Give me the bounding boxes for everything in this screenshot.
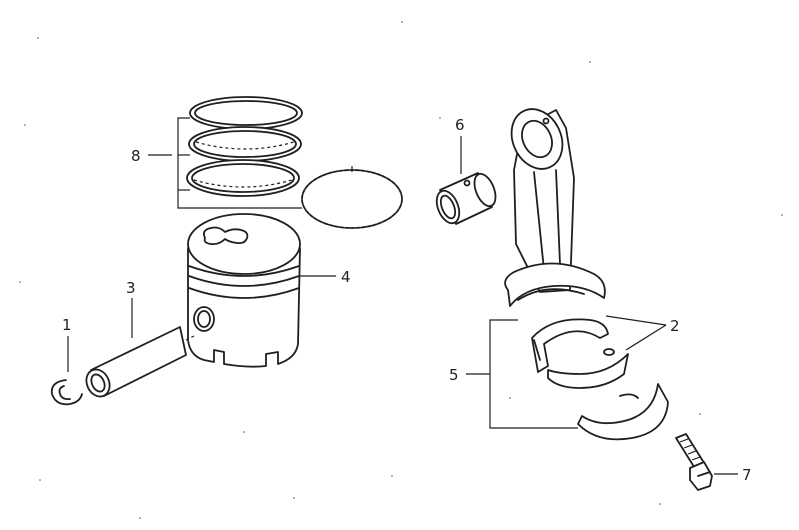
callout-8: 8 xyxy=(131,147,141,165)
bushing-callout: 6 xyxy=(455,116,465,174)
small-end-bushing xyxy=(435,172,497,225)
connecting-rod xyxy=(504,108,606,307)
callout-6: 6 xyxy=(455,116,465,134)
callout-3: 3 xyxy=(126,279,136,297)
piston xyxy=(187,213,301,368)
pin-callout: 3 xyxy=(126,279,136,338)
retaining-clip xyxy=(50,379,83,406)
piston-pin xyxy=(85,326,197,398)
bolt-callout: 7 xyxy=(714,466,752,484)
assembly-callout: 5 xyxy=(449,319,578,429)
connecting-rod-bolt xyxy=(675,433,713,491)
callout-7: 7 xyxy=(742,466,752,484)
rings-callout: 8 xyxy=(131,117,302,209)
shells-callout: 2 xyxy=(605,315,680,351)
bearing-shells xyxy=(531,318,669,441)
piston-rings xyxy=(186,96,403,229)
piston-callout: 4 xyxy=(300,268,351,286)
callout-5: 5 xyxy=(449,366,459,384)
callout-1: 1 xyxy=(62,316,72,334)
paper-speckles xyxy=(19,21,783,519)
callout-4: 4 xyxy=(341,268,351,286)
callout-2: 2 xyxy=(670,317,680,335)
clip-callout: 1 xyxy=(62,316,72,372)
